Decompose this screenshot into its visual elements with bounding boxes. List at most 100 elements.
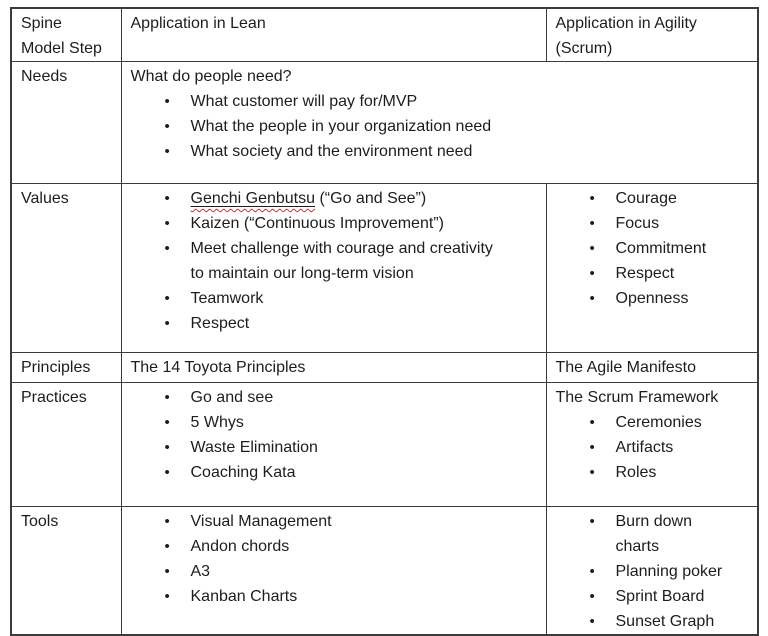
list-item: • Visual Management — [131, 509, 540, 534]
list-item: • What the people in your organization n… — [131, 114, 752, 139]
practices-agility-cell: The Scrum Framework • Ceremonies • Artif… — [545, 382, 759, 507]
principles-agility-cell: The Agile Manifesto — [545, 352, 759, 383]
list-item: • What customer will pay for/MVP — [131, 89, 752, 114]
row-label: Tools — [21, 513, 59, 530]
row-practices: Practices • Go and see • 5 Whys • Waste … — [10, 382, 759, 507]
bullet-icon: • — [589, 215, 595, 232]
bullet-icon: • — [164, 513, 170, 530]
list-item: • Openness — [556, 286, 752, 311]
list-item-text: Meet challenge with courage and creativi… — [190, 240, 493, 282]
row-values: Values • Genchi Genbutsu (“Go and See”) … — [10, 183, 759, 353]
list-item: • Commitment — [556, 236, 752, 261]
list-item-text: Ceremonies — [615, 414, 702, 431]
list-item: • Andon chords — [131, 534, 540, 559]
underlined-term: Genchi Genbutsu — [191, 190, 316, 207]
list-item-text: Coaching Kata — [190, 464, 296, 481]
practices-agility-intro: The Scrum Framework — [555, 389, 719, 406]
list-item-text: Kanban Charts — [190, 588, 298, 605]
spine-model-table: Spine Model Step Application in Lean App… — [10, 7, 759, 636]
list-item-text: Go and see — [190, 389, 274, 406]
list-item-text: Respect — [190, 315, 250, 332]
bullet-icon: • — [164, 439, 170, 456]
bullet-icon: • — [589, 240, 595, 257]
list-item-text: Respect — [615, 265, 675, 282]
header-label: Application in Agility (Scrum) — [555, 15, 697, 57]
row-label-cell-needs: Needs — [10, 61, 122, 184]
list-item-text: Artifacts — [615, 439, 674, 456]
list-item-text: Genchi Genbutsu (“Go and See”) — [191, 186, 427, 211]
list-item-text: A3 — [190, 563, 211, 580]
row-needs: Needs What do people need? • What custom… — [10, 61, 759, 184]
bullet-icon: • — [164, 588, 170, 605]
list-item-text: Waste Elimination — [190, 439, 318, 456]
principles-lean-cell: The 14 Toyota Principles — [120, 352, 547, 383]
bullet-icon: • — [164, 118, 170, 135]
list-item: • Roles — [556, 460, 752, 485]
list-item-text: Kaizen (“Continuous Improvement”) — [190, 215, 444, 232]
bullet-icon: • — [589, 265, 595, 282]
principles-agility-text: The Agile Manifesto — [555, 359, 697, 376]
list-item: • Planning poker — [556, 559, 752, 584]
needs-content-cell: What do people need? • What customer wil… — [120, 61, 759, 184]
list-item: • Ceremonies — [556, 410, 752, 435]
bullet-icon: • — [164, 190, 170, 207]
bullet-icon: • — [589, 439, 595, 456]
row-label-cell-values: Values — [10, 183, 122, 353]
list-item: • Coaching Kata — [131, 460, 540, 485]
bullet-icon: • — [589, 613, 595, 630]
row-principles: Principles The 14 Toyota Principles The … — [10, 352, 759, 383]
list-item: • Teamwork — [131, 286, 540, 311]
tools-agility-cell: • Burn down charts • Planning poker • Sp… — [545, 506, 759, 636]
list-item-text: Courage — [615, 190, 677, 207]
list-item-text: Focus — [615, 215, 660, 232]
bullet-icon: • — [164, 215, 170, 232]
list-item: • A3 — [131, 559, 540, 584]
row-label: Needs — [21, 68, 68, 85]
row-tools: Tools • Visual Management • Andon chords… — [10, 506, 759, 636]
header-label: Application in Lean — [130, 15, 266, 32]
bullet-icon: • — [164, 240, 170, 257]
bullet-icon: • — [589, 588, 595, 605]
row-label-cell-principles: Principles — [10, 352, 122, 383]
list-item-text: Andon chords — [190, 538, 290, 555]
list-item: • Kaizen (“Continuous Improvement”) — [131, 211, 540, 236]
list-item-text: What society and the environment need — [190, 143, 473, 160]
list-item: • 5 Whys — [131, 410, 540, 435]
values-lean-cell: • Genchi Genbutsu (“Go and See”) • Kaize… — [120, 183, 547, 353]
list-item-text: Planning poker — [615, 563, 723, 580]
bullet-icon: • — [589, 464, 595, 481]
list-item-text: Teamwork — [190, 290, 264, 307]
list-item: • Sprint Board — [556, 584, 752, 609]
row-label: Principles — [21, 359, 91, 376]
row-label-cell-tools: Tools — [10, 506, 122, 636]
list-item-text: What customer will pay for/MVP — [190, 93, 418, 110]
tools-lean-cell: • Visual Management • Andon chords • A3 … — [120, 506, 547, 636]
row-label: Values — [21, 190, 69, 207]
list-item-text: Roles — [615, 464, 657, 481]
list-item: • Respect — [556, 261, 752, 286]
list-item-text: Sprint Board — [615, 588, 705, 605]
header-cell-application-in-agility: Application in Agility (Scrum) — [545, 7, 759, 62]
list-item: • Go and see — [131, 385, 540, 410]
bullet-icon: • — [589, 513, 595, 530]
list-item: • Waste Elimination — [131, 435, 540, 460]
row-label: Practices — [21, 389, 87, 406]
list-item-text: 5 Whys — [190, 414, 244, 431]
bullet-icon: • — [164, 538, 170, 555]
list-item: • Respect — [131, 311, 540, 336]
principles-lean-text: The 14 Toyota Principles — [130, 359, 306, 376]
list-item-text: Openness — [615, 290, 689, 307]
bullet-icon: • — [164, 414, 170, 431]
list-item: • Burn down charts — [556, 509, 752, 559]
list-item-text: Sunset Graph — [615, 613, 715, 630]
bullet-icon: • — [164, 315, 170, 332]
bullet-icon: • — [164, 464, 170, 481]
list-item-text: Visual Management — [190, 513, 332, 530]
list-item: • Artifacts — [556, 435, 752, 460]
row-label-cell-practices: Practices — [10, 382, 122, 507]
list-item: • Genchi Genbutsu (“Go and See”) — [131, 186, 540, 211]
bullet-icon: • — [589, 190, 595, 207]
list-item: • Sunset Graph — [556, 609, 752, 634]
header-cell-application-in-lean: Application in Lean — [120, 7, 547, 62]
